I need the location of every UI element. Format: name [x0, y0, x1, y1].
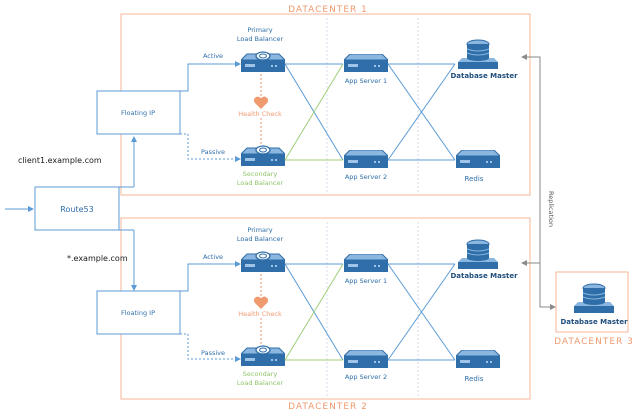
dc2-primary-lb-line1: Primary	[247, 226, 272, 234]
dc1-secondary-lb-icon	[241, 145, 285, 167]
dc2-database-master-label: Database Master	[450, 272, 518, 280]
dc2-app-server-1-icon	[344, 254, 388, 273]
datacenter-3-box	[555, 271, 629, 333]
dc1-redis-icon	[456, 150, 500, 169]
dc3-database-icon	[573, 283, 615, 314]
dc3-database-master-label: Database Master	[560, 318, 628, 326]
dc1-app-server-1-icon	[344, 54, 388, 73]
dc2-redis-icon	[456, 350, 500, 369]
dc1-app-server-2-icon	[344, 150, 388, 169]
dc2-floating-ip-label: Floating IP	[121, 309, 155, 317]
dc1-database-icon	[457, 39, 499, 70]
dc1-app-server-2-label: App Server 2	[345, 173, 387, 181]
dc1-secondary-lb-line2: Load Balancer	[237, 179, 284, 187]
dc2-active-label: Active	[203, 253, 223, 261]
domain-client1: client1.example.com	[18, 156, 102, 165]
dc1-redis-label: Redis	[465, 175, 484, 183]
datacenter-2-label: DATACENTER 2	[288, 402, 368, 412]
datacenter-3-label: DATACENTER 3	[554, 337, 634, 347]
dc2-secondary-lb-line2: Load Balancer	[237, 379, 284, 387]
dc2-primary-lb-line2: Load Balancer	[237, 235, 284, 243]
dc2-app-server-1-label: App Server 1	[345, 277, 387, 285]
dc2-app-server-2-label: App Server 2	[345, 373, 387, 381]
dc1-passive-label: Passive	[201, 148, 225, 156]
dc1-floating-ip-label: Floating IP	[121, 109, 155, 117]
dc2-redis-label: Redis	[465, 375, 484, 383]
domain-wildcard: *.example.com	[67, 254, 128, 263]
replication-label: Replication	[547, 191, 555, 227]
dc1-floating-ip-box	[96, 90, 181, 135]
dc2-secondary-lb-line1: Secondary	[243, 370, 278, 378]
site-dc1: Floating IP Active Passive Primary Load …	[96, 18, 518, 192]
dc1-primary-lb-icon	[241, 51, 285, 73]
dc2-secondary-lb-icon	[241, 345, 285, 367]
route53-box	[34, 186, 120, 231]
dc1-app-server-1-label: App Server 1	[345, 77, 387, 85]
dc1-heart-icon	[253, 96, 269, 109]
dc1-active-label: Active	[203, 52, 223, 60]
datacenter-1-label: DATACENTER 1	[288, 5, 368, 15]
dc2-database-icon	[457, 239, 499, 270]
site-dc2: Floating IP Active Passive Primary Load …	[96, 222, 518, 396]
dc2-app-server-2-icon	[344, 350, 388, 369]
dc1-primary-lb-line2: Load Balancer	[237, 35, 284, 43]
dc1-health-check-label: Health Check	[238, 110, 282, 118]
dc2-primary-lb-icon	[241, 251, 285, 273]
dc1-secondary-lb-line1: Secondary	[243, 170, 278, 178]
dc2-health-check-label: Health Check	[238, 310, 282, 318]
dc1-primary-lb-line1: Primary	[247, 26, 272, 34]
dc1-database-master-label: Database Master	[450, 72, 518, 80]
dc2-heart-icon	[253, 296, 269, 309]
route53-label: Route53	[60, 205, 93, 214]
dc2-floating-ip-box	[96, 290, 181, 335]
dc2-passive-label: Passive	[201, 349, 225, 357]
